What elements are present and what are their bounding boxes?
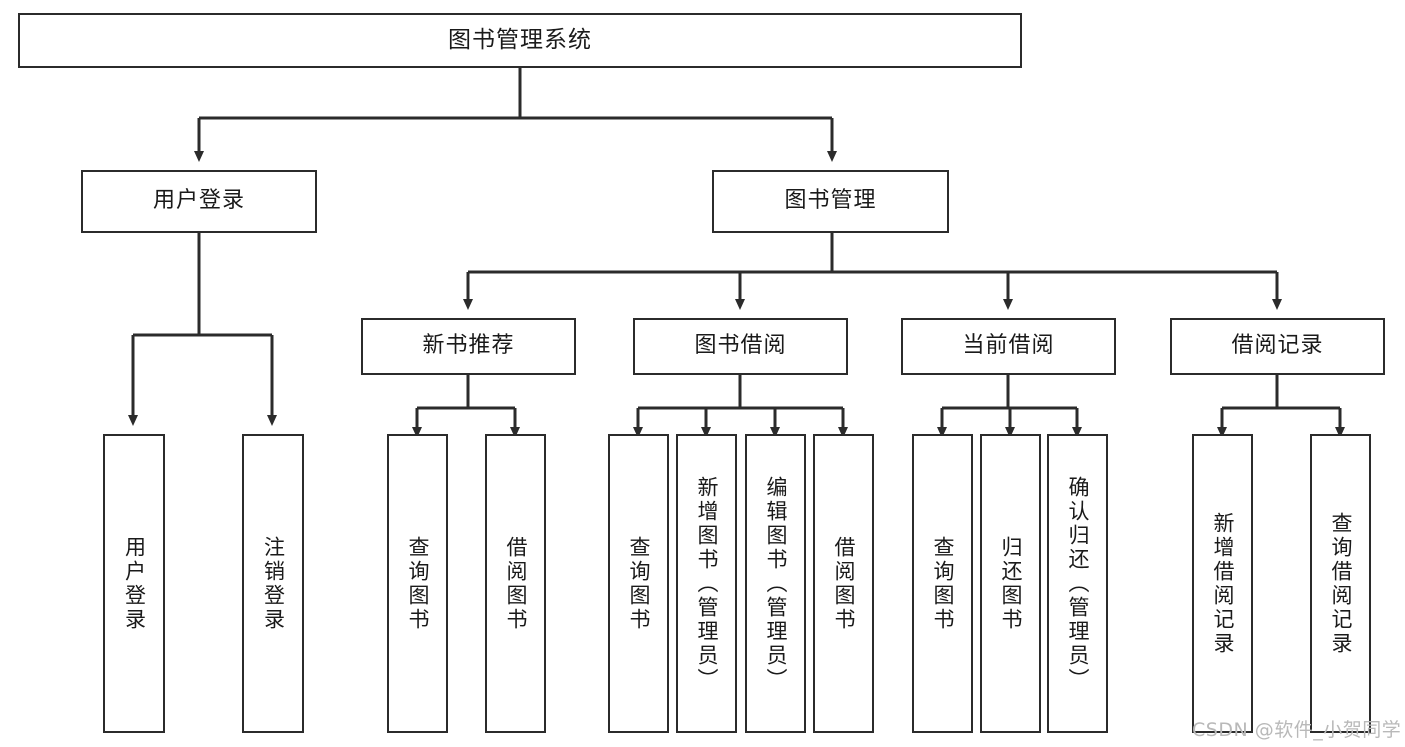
leaf-query-record[interactable]: 查询借阅记录	[1310, 434, 1371, 733]
leaf-confirm-return[interactable]: 确认归还（管理员）	[1047, 434, 1108, 733]
leaf-add-book[interactable]: 新增图书（管理员）	[676, 434, 737, 733]
leaf-borrow-book-1-label: 借阅图书	[504, 535, 528, 632]
leaf-query-book-1-label: 查询图书	[406, 535, 430, 632]
leaf-add-record[interactable]: 新增借阅记录	[1192, 434, 1253, 733]
node-book-borrow-label: 图书借阅	[694, 333, 787, 359]
node-root-label: 图书管理系统	[448, 27, 592, 54]
node-current-borrow-label: 当前借阅	[962, 333, 1055, 359]
node-book-borrow[interactable]: 图书借阅	[633, 318, 848, 375]
node-root[interactable]: 图书管理系统	[18, 13, 1022, 68]
node-borrow-record[interactable]: 借阅记录	[1170, 318, 1385, 375]
leaf-edit-book[interactable]: 编辑图书（管理员）	[745, 434, 806, 733]
leaf-borrow-book-1[interactable]: 借阅图书	[485, 434, 546, 733]
node-new-book-recommend-label: 新书推荐	[422, 333, 515, 359]
node-current-borrow[interactable]: 当前借阅	[901, 318, 1116, 375]
node-new-book-recommend[interactable]: 新书推荐	[361, 318, 576, 375]
leaf-borrow-book-2[interactable]: 借阅图书	[813, 434, 874, 733]
leaf-query-book-3-label: 查询图书	[931, 535, 955, 632]
leaf-query-record-label: 查询借阅记录	[1329, 511, 1353, 656]
leaf-query-book-2[interactable]: 查询图书	[608, 434, 669, 733]
leaf-query-book-1[interactable]: 查询图书	[387, 434, 448, 733]
leaf-confirm-return-label: 确认归还（管理员）	[1066, 475, 1090, 692]
leaf-add-record-label: 新增借阅记录	[1211, 511, 1235, 656]
leaf-user-login[interactable]: 用户登录	[103, 434, 165, 733]
leaf-return-book[interactable]: 归还图书	[980, 434, 1041, 733]
node-book-management[interactable]: 图书管理	[712, 170, 949, 233]
leaf-edit-book-label: 编辑图书（管理员）	[764, 475, 788, 692]
node-book-management-label: 图书管理	[784, 188, 877, 214]
leaf-query-book-3[interactable]: 查询图书	[912, 434, 973, 733]
leaf-add-book-label: 新增图书（管理员）	[695, 475, 719, 692]
node-user-login[interactable]: 用户登录	[81, 170, 317, 233]
leaf-user-login-label: 用户登录	[122, 535, 147, 632]
leaf-return-book-label: 归还图书	[999, 535, 1023, 632]
leaf-query-book-2-label: 查询图书	[627, 535, 651, 632]
leaf-logout-login[interactable]: 注销登录	[242, 434, 304, 733]
leaf-logout-login-label: 注销登录	[261, 535, 286, 632]
leaf-borrow-book-2-label: 借阅图书	[832, 535, 856, 632]
node-borrow-record-label: 借阅记录	[1231, 333, 1324, 359]
node-user-login-label: 用户登录	[152, 188, 245, 214]
